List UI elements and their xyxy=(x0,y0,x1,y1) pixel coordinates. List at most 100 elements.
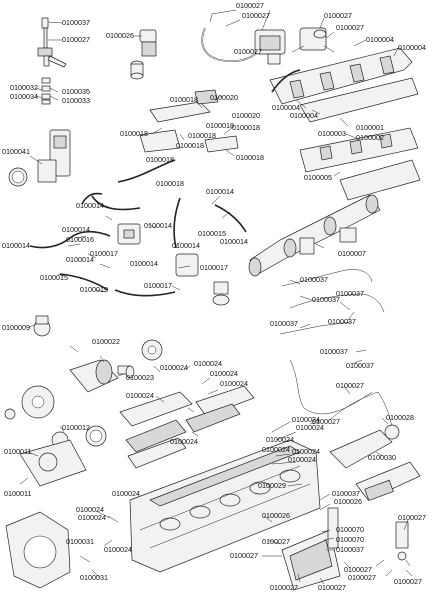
part-label[interactable]: 0100018 xyxy=(156,179,184,188)
part-label[interactable]: 0100024 xyxy=(262,445,290,454)
part-label[interactable]: 0100024 xyxy=(76,505,104,514)
part-label[interactable]: 0100027 xyxy=(262,537,290,546)
part-label[interactable]: 0100004 xyxy=(290,111,318,120)
part-label[interactable]: 0100026 xyxy=(334,497,362,506)
part-label[interactable]: 0100027 xyxy=(312,417,340,426)
part-label[interactable]: 0100037 xyxy=(300,275,328,284)
part-label[interactable]: 0100004 xyxy=(398,43,426,52)
part-label[interactable]: 0100037 xyxy=(336,289,364,298)
part-label[interactable]: 0100024 xyxy=(170,437,198,446)
part-label[interactable]: 0100024 xyxy=(266,435,294,444)
part-label[interactable]: 0100030 xyxy=(368,453,396,462)
part-label[interactable]: 0100014 xyxy=(130,259,158,268)
part-label[interactable]: 0100026 xyxy=(106,31,134,40)
part-label[interactable]: 0100018 xyxy=(176,141,204,150)
part-label[interactable]: 0100020 xyxy=(210,93,238,102)
part-label[interactable]: 0100024 xyxy=(78,513,106,522)
part-label[interactable]: 0100027 xyxy=(336,381,364,390)
part-label[interactable]: 0100027 xyxy=(398,513,426,522)
part-label[interactable]: 0100024 xyxy=(112,489,140,498)
part-label[interactable]: 0100018 xyxy=(232,123,260,132)
part-label[interactable]: 0100027 xyxy=(394,577,422,586)
part-label[interactable]: 0100018 xyxy=(120,129,148,138)
part-label[interactable]: 0100009 xyxy=(2,323,30,332)
part-label[interactable]: 0100037 xyxy=(62,18,90,27)
part-label[interactable]: 0100024 xyxy=(296,423,324,432)
part-label[interactable]: 0100024 xyxy=(292,415,320,424)
part-label[interactable]: 0100017 xyxy=(144,281,172,290)
part-label[interactable]: 0100023 xyxy=(126,373,154,382)
part-label[interactable]: 0100014 xyxy=(144,221,172,230)
part-label[interactable]: 0100037 xyxy=(312,295,340,304)
part-label[interactable]: 0100035 xyxy=(62,87,90,96)
part-label[interactable]: 0100027 xyxy=(324,11,352,20)
part-label[interactable]: 0100018 xyxy=(236,153,264,162)
part-label[interactable]: 0100027 xyxy=(230,551,258,560)
part-label[interactable]: 0100027 xyxy=(344,565,372,574)
part-label[interactable]: 0100004 xyxy=(272,103,300,112)
part-label[interactable]: 0100037 xyxy=(328,317,356,326)
part-label[interactable]: 0100022 xyxy=(92,337,120,346)
part-label[interactable]: 0100005 xyxy=(304,173,332,182)
part-label[interactable]: 0100027 xyxy=(242,11,270,20)
part-label[interactable]: 0100014 xyxy=(66,255,94,264)
part-label[interactable]: 0100014 xyxy=(172,241,200,250)
part-label[interactable]: 0100037 xyxy=(270,319,298,328)
part-label[interactable]: 0100027 xyxy=(348,573,376,582)
part-label[interactable]: 0100037 xyxy=(320,347,348,356)
part-label[interactable]: 0100032 xyxy=(10,83,38,92)
part-label[interactable]: 0100017 xyxy=(90,249,118,258)
part-label[interactable]: 0100027 xyxy=(234,47,262,56)
part-label[interactable]: 0100024 xyxy=(104,545,132,554)
part-label[interactable]: 0100018 xyxy=(188,131,216,140)
part-label[interactable]: 0100002 xyxy=(356,133,384,142)
part-label[interactable]: 0100015 xyxy=(198,229,226,238)
part-label[interactable]: 0100015 xyxy=(40,273,68,282)
part-label[interactable]: 0100018 xyxy=(206,121,234,130)
part-label[interactable]: 0100014 xyxy=(76,201,104,210)
part-label[interactable]: 0100001 xyxy=(356,123,384,132)
part-label[interactable]: 0100029 xyxy=(258,481,286,490)
part-label[interactable]: 0100027 xyxy=(336,23,364,32)
part-label[interactable]: 0100020 xyxy=(232,111,260,120)
part-label[interactable]: 0100014 xyxy=(2,241,30,250)
part-label[interactable]: 0100024 xyxy=(126,391,154,400)
part-label[interactable]: 0100037 xyxy=(332,489,360,498)
part-label[interactable]: 0100026 xyxy=(262,511,290,520)
part-label[interactable]: 0100024 xyxy=(220,379,248,388)
part-label[interactable]: 0100027 xyxy=(270,583,298,592)
part-label[interactable]: 0100014 xyxy=(206,187,234,196)
part-label[interactable]: 0100034 xyxy=(10,92,38,101)
part-label[interactable]: 0100033 xyxy=(62,96,90,105)
part-label[interactable]: 0100004 xyxy=(366,35,394,44)
part-label[interactable]: 0100011 xyxy=(4,489,31,498)
part-label[interactable]: 0100027 xyxy=(62,35,90,44)
part-label[interactable]: 0100014 xyxy=(220,237,248,246)
part-label[interactable]: 0100027 xyxy=(236,1,264,10)
part-label[interactable]: 0100028 xyxy=(386,413,414,422)
part-label[interactable]: 0100037 xyxy=(346,361,374,370)
part-label[interactable]: 0100017 xyxy=(200,263,228,272)
part-label[interactable]: 0100024 xyxy=(210,369,238,378)
part-label[interactable]: 0100070 xyxy=(336,535,364,544)
part-label[interactable]: 0100012 xyxy=(62,423,90,432)
part-label[interactable]: 0100024 xyxy=(160,363,188,372)
part-label[interactable]: 0100024 xyxy=(288,455,316,464)
part-label[interactable]: 0100003 xyxy=(318,129,346,138)
part-label[interactable]: 0100037 xyxy=(336,545,364,554)
part-label[interactable]: 0100019 xyxy=(80,285,108,294)
part-label[interactable]: 0100016 xyxy=(66,235,94,244)
part-label[interactable]: 0100027 xyxy=(318,583,346,592)
part-label[interactable]: 0100014 xyxy=(62,225,90,234)
part-label[interactable]: 0100018 xyxy=(146,155,174,164)
part-label[interactable]: 0100024 xyxy=(194,359,222,368)
part-label[interactable]: 0100024 xyxy=(292,447,320,456)
part-label[interactable]: 0100031 xyxy=(80,573,108,582)
part-label[interactable]: 0100070 xyxy=(336,525,364,534)
part-label[interactable]: 0100007 xyxy=(338,249,366,258)
part-label[interactable]: 0100018 xyxy=(170,95,198,104)
fuel-filter-drawing xyxy=(130,29,157,80)
part-label[interactable]: 0100011 xyxy=(4,447,31,456)
part-label[interactable]: 0100041 xyxy=(2,147,30,156)
part-label[interactable]: 0100031 xyxy=(66,537,94,546)
